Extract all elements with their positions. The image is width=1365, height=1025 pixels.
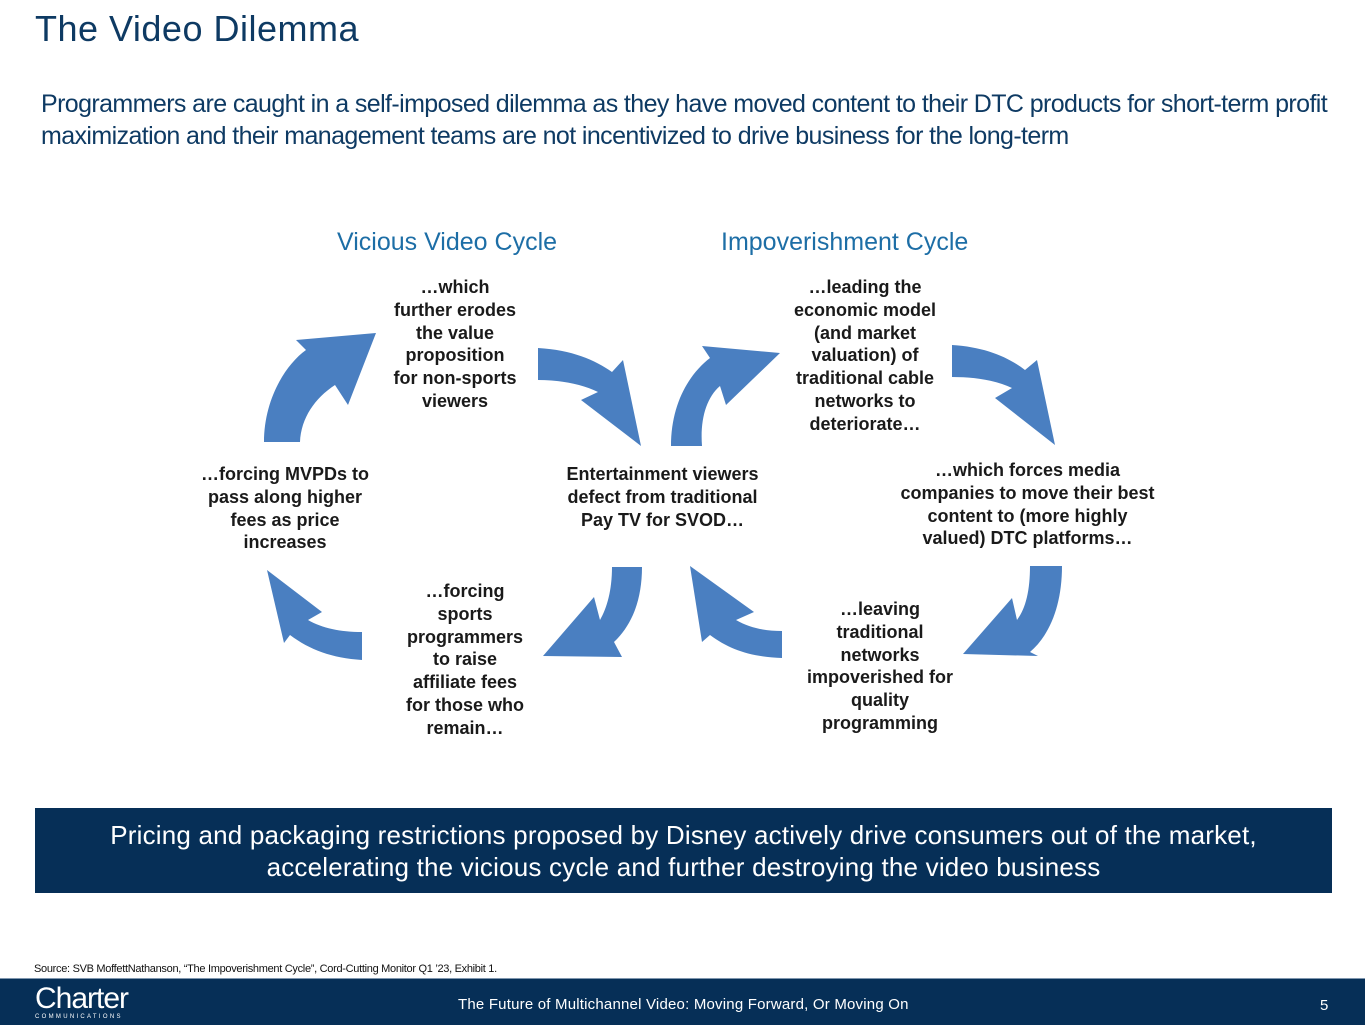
node-sports-programmers: …forcing sports programmers to raise aff…: [406, 581, 524, 738]
node-center-defect: Entertainment viewers defect from tradit…: [566, 464, 759, 530]
arrow-down-left-icon: [543, 567, 642, 657]
node-mvpds-fees: …forcing MVPDs to pass along higher fees…: [200, 464, 369, 553]
page-number: 5: [1320, 997, 1329, 1014]
subtitle: Programmers are caught in a self-imposed…: [41, 90, 1328, 150]
conclusion-banner: Pricing and packaging restrictions propo…: [35, 808, 1332, 893]
arrow-down-right-icon: [538, 348, 641, 446]
node-economic-model: …leading the economic model (and market …: [793, 277, 937, 434]
arrow-up-left-icon: [690, 566, 782, 658]
source-note: Source: SVB MoffettNathanson, “The Impov…: [34, 963, 497, 975]
arrow-up-right-icon: [671, 346, 780, 446]
arrow-down-left-icon: [963, 566, 1062, 656]
node-erodes-value: …which further erodes the value proposit…: [393, 277, 517, 411]
banner-text: Pricing and packaging restrictions propo…: [110, 819, 1257, 882]
node-dtc-platforms: …which forces media companies to move th…: [900, 460, 1155, 549]
impoverishment-cycle-title: Impoverishment Cycle: [721, 228, 969, 256]
arrow-up-left-icon: [267, 570, 362, 660]
vicious-cycle-title: Vicious Video Cycle: [337, 228, 558, 256]
arrow-down-right-icon: [952, 345, 1055, 445]
footer-title: The Future of Multichannel Video: Moving…: [458, 996, 909, 1013]
footer-bar: Charter COMMUNICATIONS The Future of Mul…: [0, 978, 1365, 1025]
logo-subtitle: COMMUNICATIONS: [35, 1014, 123, 1020]
page-title: The Video Dilemma: [35, 8, 359, 49]
node-leaving-networks: …leaving traditional networks impoverish…: [806, 599, 954, 733]
cycle-arrows: [264, 333, 1062, 660]
arrow-up-right-icon: [264, 333, 376, 442]
charter-logo: Charter COMMUNICATIONS: [35, 982, 129, 1021]
logo-wordmark: Charter: [35, 982, 129, 1015]
